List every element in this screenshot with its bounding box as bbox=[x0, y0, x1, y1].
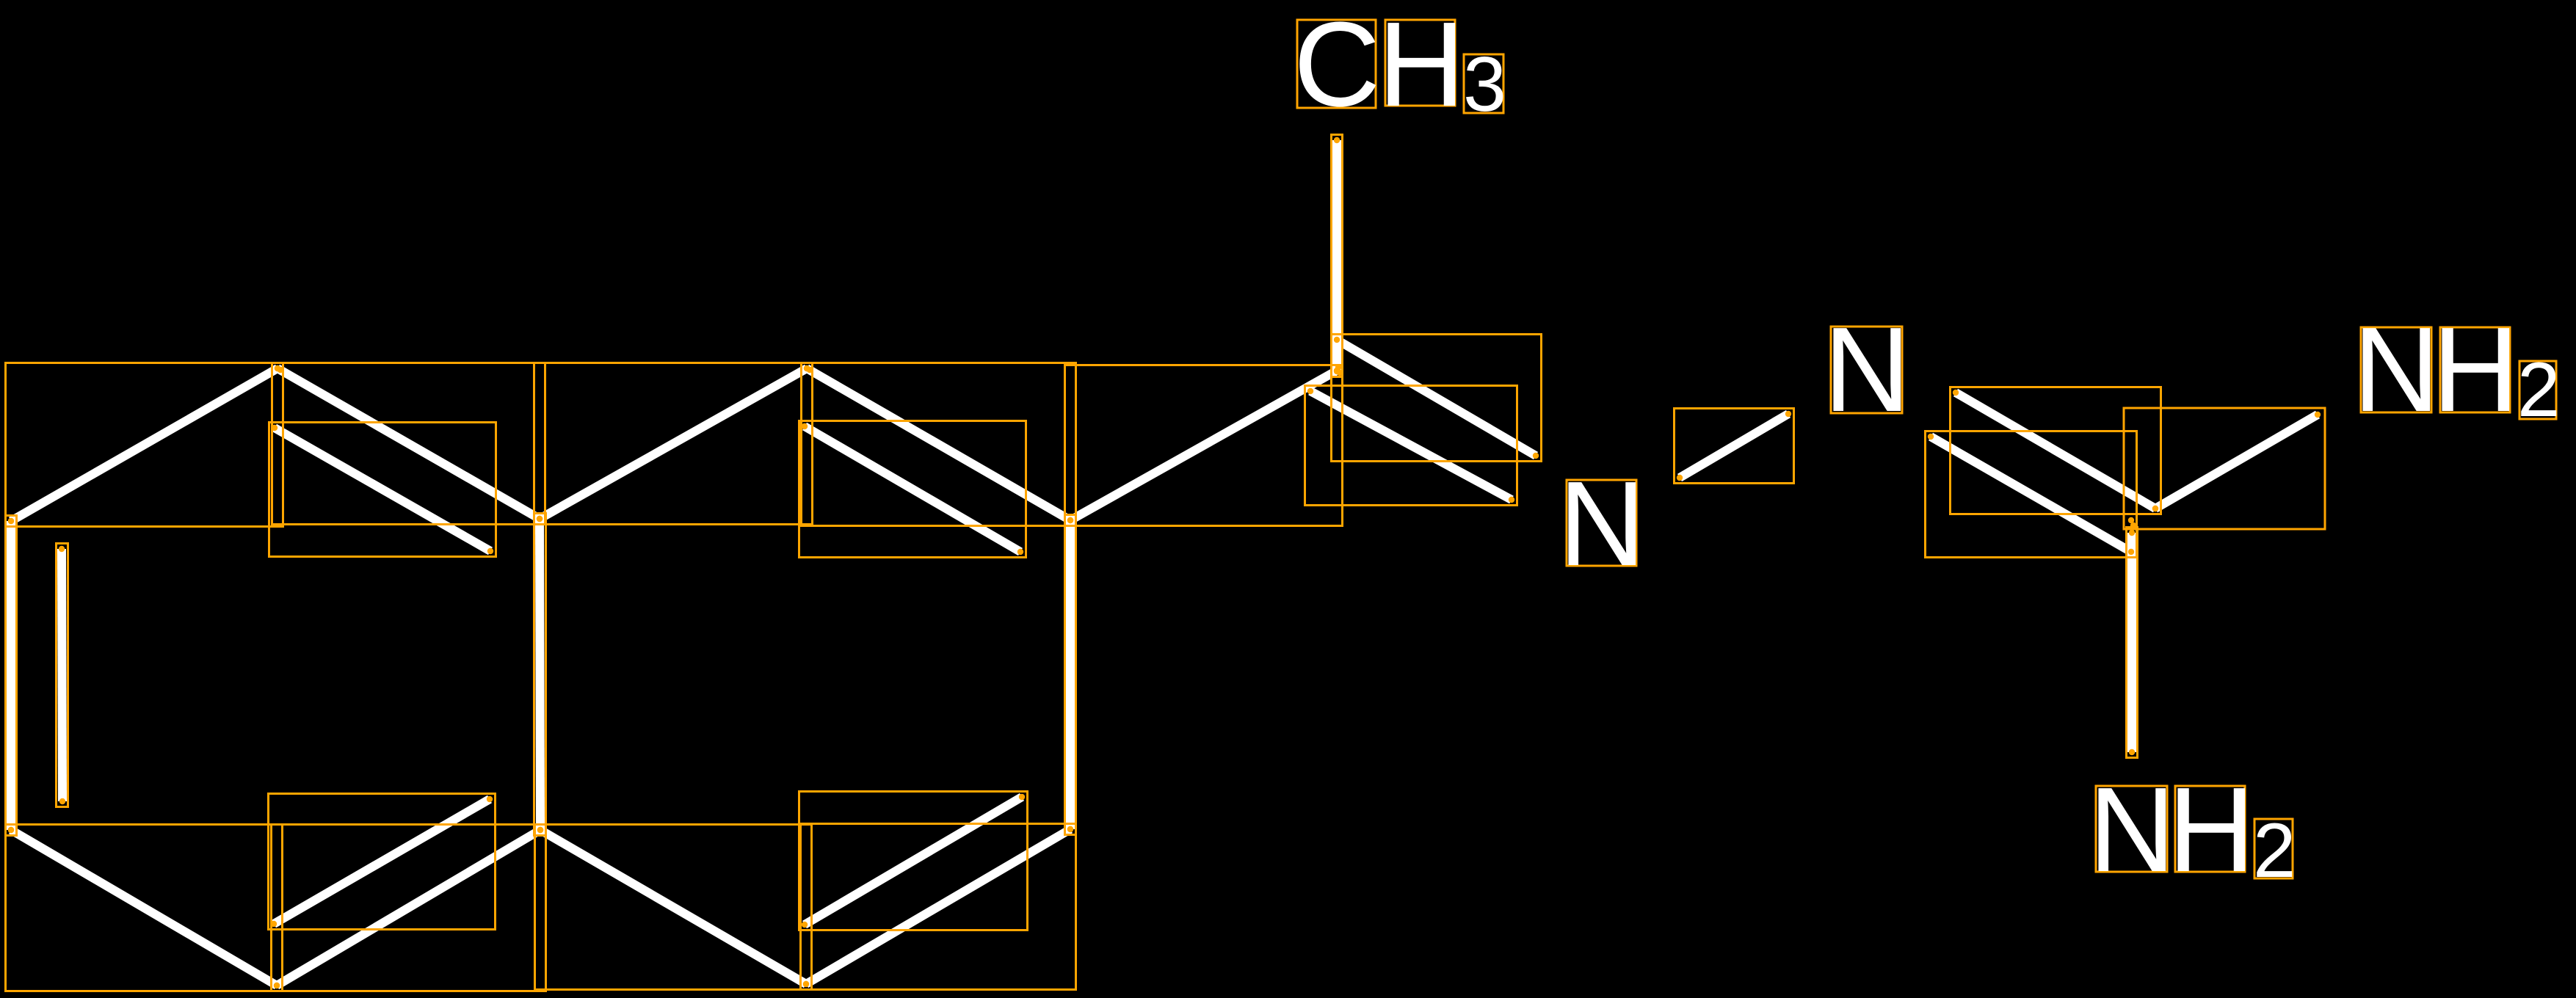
svg-text:3: 3 bbox=[1463, 41, 1506, 128]
svg-text:N: N bbox=[2353, 302, 2439, 437]
svg-text:2: 2 bbox=[2517, 347, 2560, 433]
svg-text:N: N bbox=[1559, 456, 1645, 591]
svg-text:C: C bbox=[1294, 0, 1380, 131]
svg-text:N: N bbox=[2089, 762, 2175, 897]
svg-text:H: H bbox=[1378, 0, 1465, 131]
svg-text:2: 2 bbox=[2253, 808, 2296, 894]
svg-text:N: N bbox=[1824, 302, 1910, 437]
svg-text:H: H bbox=[2168, 762, 2254, 897]
svg-text:H: H bbox=[2432, 302, 2519, 437]
